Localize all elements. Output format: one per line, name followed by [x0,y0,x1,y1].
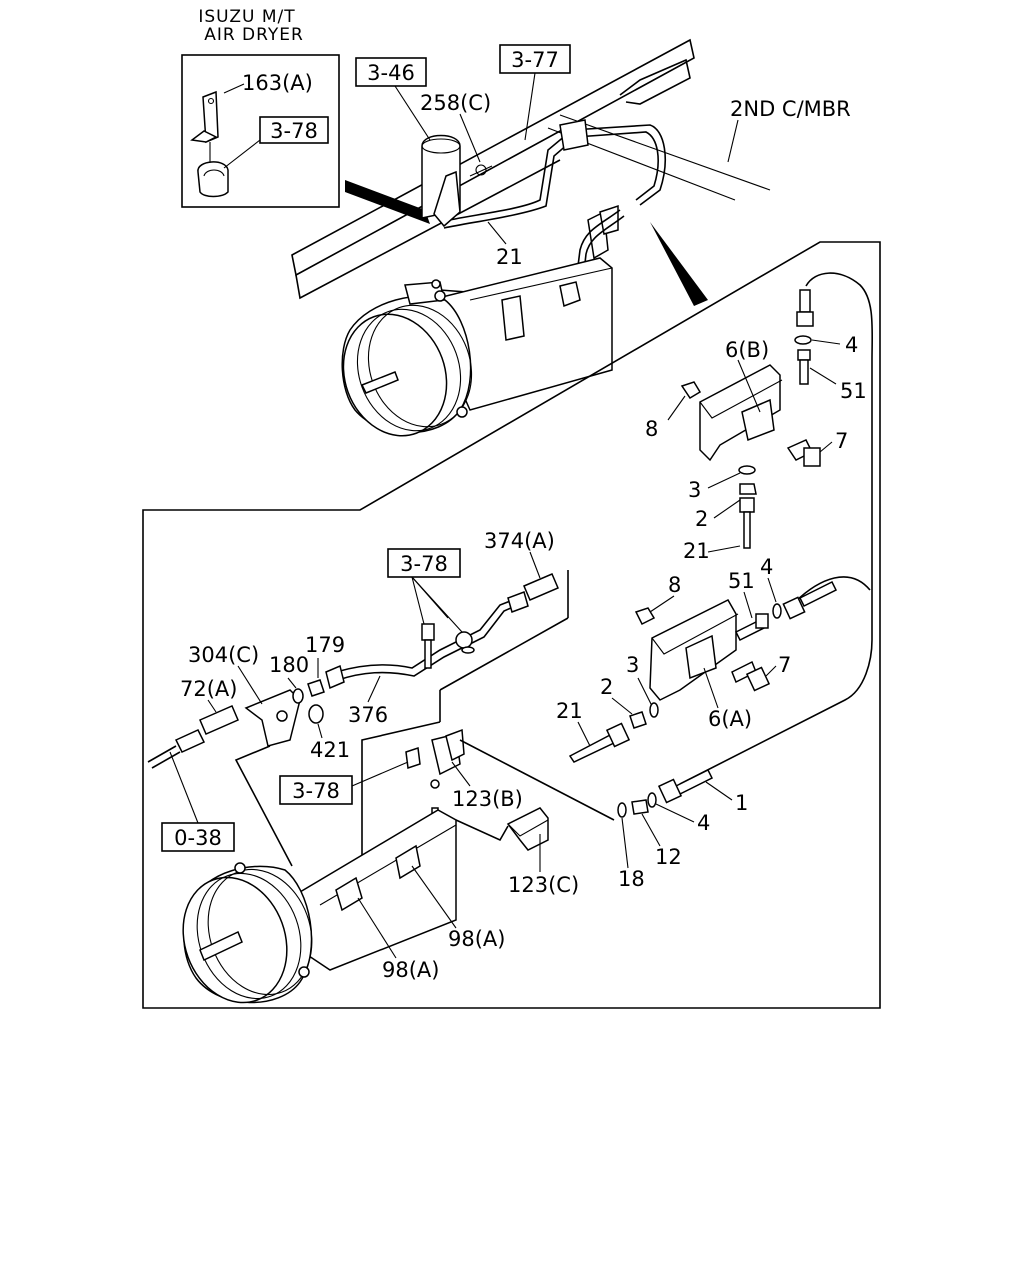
label-12: 12 [655,845,682,869]
bracket-6b [699,364,783,462]
bracket-304c [244,689,301,747]
label-21-a: 21 [683,539,710,563]
label-3-b: 3 [626,653,639,677]
label-18: 18 [618,867,645,891]
nut-421 [308,704,324,724]
detail-frame [142,241,881,1009]
brake-chamber-lower [182,862,313,1004]
label-179: 179 [305,633,345,657]
washer-3-upper [738,465,756,475]
label-51-b: 51 [728,569,755,593]
label-376: 376 [348,703,388,727]
bolt-21-upper [739,497,755,549]
fitting-374a [523,573,559,601]
nut-8-upper [680,381,702,400]
label-123b: 123(B) [452,787,523,811]
inset-clip [197,161,229,198]
hose-end-038 [147,729,206,769]
nut-179 [307,679,325,697]
ref-3-77-label: 3-77 [511,48,559,72]
label-7-b: 7 [778,653,791,677]
nut-2-upper [739,483,757,495]
label-6b: 6(B) [725,338,769,362]
label-1: 1 [735,791,748,815]
inset-air-dryer: ISUZU M/T AIR DRYER 163(A) 3-78 [181,7,340,208]
label-3-a: 3 [688,478,701,502]
washer-3-lower [649,702,659,718]
label-98a-left: 98(A) [382,958,439,982]
brake-chamber-top [341,295,473,437]
pointer-arrow-detail [650,222,708,306]
label-4-b: 4 [760,555,773,579]
label-421: 421 [310,738,350,762]
label-180: 180 [269,653,309,677]
washer-4-mid [772,603,782,619]
ref-0-38[interactable]: 0-38 [161,822,235,852]
label-51-a: 51 [840,379,867,403]
washer-18 [617,802,627,818]
clamp-mid [421,623,475,669]
ref-3-78-low-label: 3-78 [292,779,340,803]
label-2nd-cmbr: 2ND C/MBR [730,97,851,121]
label-374a: 374(A) [484,529,555,553]
pipe-21-top [439,124,666,223]
inset-title-line2: AIR DRYER [204,25,304,45]
inset-label-163a: 163(A) [242,71,313,95]
bolt-1 [657,768,714,804]
ref-0-38-label: 0-38 [174,826,222,850]
bolt-21-lower [568,722,631,763]
hose-right [679,272,874,785]
ref-3-78-low[interactable]: 3-78 [279,775,353,805]
fitting-mid [782,580,838,620]
ref-3-78-mid[interactable]: 3-78 [387,548,461,578]
label-21-top: 21 [496,245,523,269]
washer-4-upper [794,335,812,345]
ref-3-46-label: 3-46 [367,61,415,85]
air-tank-lower [299,809,457,971]
label-21-b: 21 [556,699,583,723]
label-2-b: 2 [600,675,613,699]
bracket-6a [649,599,739,701]
washer-4-lower [647,792,657,808]
fitting-72a [199,705,239,735]
bolt-7-upper [786,439,821,467]
label-4-c: 4 [697,811,710,835]
inset-title-line1: ISUZU M/T [198,7,295,27]
inset-bracket-163a [190,90,219,162]
label-4-a: 4 [845,333,858,357]
label-7-a: 7 [835,429,848,453]
nut-8-lower [634,607,656,626]
bracket-123b [431,728,465,776]
label-2-a: 2 [695,507,708,531]
union-51-lower [734,613,769,642]
label-6a: 6(A) [708,707,752,731]
label-304c: 304(C) [188,643,259,667]
bracket-123c [506,807,549,851]
label-8-a: 8 [645,417,658,441]
label-98a-right: 98(A) [448,927,505,951]
label-258c: 258(C) [420,91,491,115]
top-installation-view [291,38,771,437]
label-72a: 72(A) [180,677,237,701]
frame-side-rail [291,38,695,277]
union-51-upper [797,349,811,385]
bolt-7-lower [731,660,771,692]
ref-3-77[interactable]: 3-77 [499,44,571,74]
label-8-b: 8 [668,573,681,597]
fitting-upper [796,289,814,327]
nut-2-lower [629,711,647,729]
washer-180 [292,688,304,704]
label-123c: 123(C) [508,873,579,897]
inset-frame [181,54,340,208]
nut-12 [631,799,649,815]
ref-3-78-mid-label: 3-78 [400,552,448,576]
ref-3-46[interactable]: 3-46 [355,57,427,87]
inset-ref-3-78: 3-78 [270,119,318,143]
